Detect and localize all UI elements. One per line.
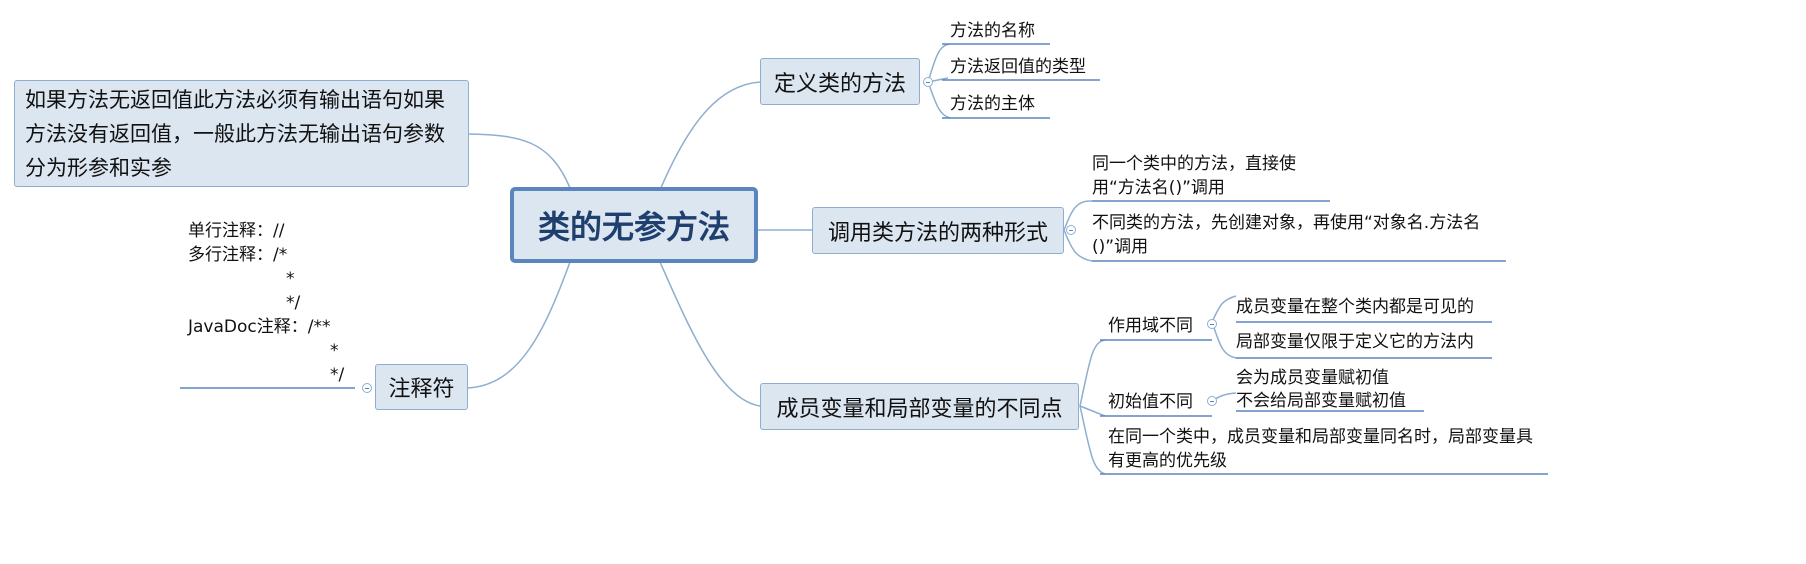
central-topic[interactable]: 类的无参方法 <box>510 187 758 263</box>
define-child-return-type: 方法返回值的类型 <box>950 57 1086 77</box>
scope-child-local: 局部变量仅限于定义它的方法内 <box>1236 332 1474 352</box>
init-child-local: 不会给局部变量赋初值 <box>1236 391 1406 411</box>
comment-topic[interactable]: 注释符 <box>375 364 468 410</box>
note-box-text: 如果方法无返回值此方法必须有输出语句如果方法没有返回值，一般此方法无输出语句参数… <box>25 87 445 180</box>
diff-scope-label: 作用域不同 <box>1108 316 1193 336</box>
collapse-toggle-call[interactable] <box>1066 225 1076 235</box>
note-box: 如果方法无返回值此方法必须有输出语句如果方法没有返回值，一般此方法无输出语句参数… <box>14 80 469 187</box>
call-child-same-class: 同一个类中的方法，直接使用“方法名()”调用 <box>1092 154 1296 198</box>
comment-line-javadoc: JavaDoc注释：/** <box>188 317 331 337</box>
comment-line-javadoc-end: */ <box>330 365 345 385</box>
branch-define-methods-label: 定义类的方法 <box>773 71 906 97</box>
define-child-name: 方法的名称 <box>950 21 1035 41</box>
diff-priority: 在同一个类中，成员变量和局部变量同名时，局部变量具有更高的优先级 <box>1108 427 1533 471</box>
collapse-toggle-comment[interactable] <box>362 383 372 393</box>
define-child-body: 方法的主体 <box>950 94 1035 114</box>
comment-line-single: 单行注释：// <box>188 221 285 241</box>
comment-syntax-notes: 单行注释：// 多行注释：/* * */ JavaDoc注释：/** * */ <box>188 219 344 387</box>
branch-variable-differences[interactable]: 成员变量和局部变量的不同点 <box>760 383 1079 430</box>
branch-variable-differences-label: 成员变量和局部变量的不同点 <box>776 396 1063 422</box>
collapse-toggle-scope[interactable] <box>1207 319 1217 329</box>
init-child-member: 会为成员变量赋初值 <box>1236 368 1389 388</box>
comment-line-multi-star: * <box>286 269 295 289</box>
collapse-toggle-define[interactable] <box>923 77 933 87</box>
branch-call-methods[interactable]: 调用类方法的两种形式 <box>812 207 1064 254</box>
call-child-other-class: 不同类的方法，先创建对象，再使用“对象名.方法名()”调用 <box>1092 213 1481 257</box>
comment-line-multi-end: */ <box>286 293 301 313</box>
comment-line-javadoc-star: * <box>330 341 339 361</box>
comment-line-multi: 多行注释：/* <box>188 245 288 265</box>
scope-child-member: 成员变量在整个类内都是可见的 <box>1236 297 1474 317</box>
central-topic-label: 类的无参方法 <box>537 208 730 246</box>
diff-init-label: 初始值不同 <box>1108 392 1193 412</box>
comment-topic-label: 注释符 <box>388 377 455 402</box>
branch-call-methods-label: 调用类方法的两种形式 <box>827 220 1048 246</box>
collapse-toggle-init[interactable] <box>1207 396 1217 406</box>
branch-define-methods[interactable]: 定义类的方法 <box>760 58 920 105</box>
